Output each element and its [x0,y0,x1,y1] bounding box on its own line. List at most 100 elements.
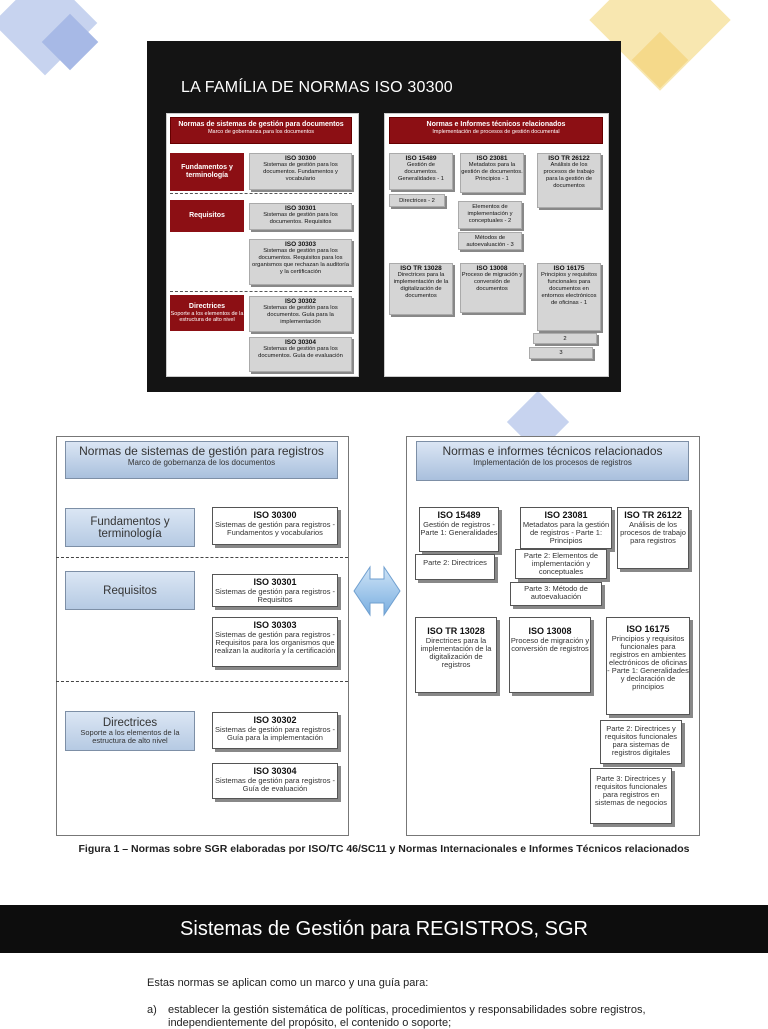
slide-category-subtitle: Soporte a los elementos de la estructura… [170,310,244,324]
figure-right-header: Normas e informes técnicos relacionados … [416,441,689,481]
box-text: Parte 3: Directrices y requisitos funcio… [594,774,668,807]
slide-category-title: Fundamentos y terminología [181,164,233,179]
category-subtitle: Soporte a los elementos de la estructura… [80,728,180,745]
figure-box-iso-16175-part3: Parte 3: Directrices y requisitos funcio… [590,768,672,824]
box-code: ISO TR 13028 [400,265,442,272]
box-code: ISO 30302 [253,715,297,725]
box-code: ISO TR 13028 [427,626,485,636]
slide-left-header: Normas de sistemas de gestión para docum… [170,117,352,144]
figure-left-header-title: Normas de sistemas de gestión para regis… [79,444,324,458]
slide-category-fundamentos: Fundamentos y terminología [170,153,244,191]
box-text: Parte 2: Directrices [423,558,487,567]
list-marker: a) [147,1004,157,1016]
box-code: ISO 30302 [284,298,317,305]
slide-divider [170,291,352,292]
figure-category-requisitos: Requisitos [65,571,195,610]
figure-category-fundamentos: Fundamentos y terminología [65,508,195,547]
figure-box-iso-15489-part2: Parte 2: Directrices [415,554,495,580]
figure-right-header-title: Normas e informes técnicos relacionados [442,444,663,458]
figure-right-header-subtitle: Implementación de los procesos de regist… [473,458,632,467]
category-title: Fundamentos y terminología [90,515,170,540]
box-code: ISO 16175 [553,265,585,272]
box-code: ISO 30301 [253,577,297,587]
slide-box-iso-16175-part2: 2 [533,333,597,344]
box-text: Parte 2: Elementos de implementación y c… [523,551,599,576]
box-text: 2 [563,336,567,342]
box-text: Sistemas de gestión para los documentos.… [263,305,338,325]
box-code: ISO 30304 [284,339,317,346]
box-code: ISO 30300 [253,510,297,520]
box-code: ISO 30300 [284,155,317,162]
slide-box-iso-23081-part3: Métodos de autoevaluación - 3 [458,232,522,250]
double-arrow-icon [353,565,401,617]
box-text: Sistemas de gestión para registros - Guí… [214,725,336,742]
box-code: ISO 23081 [476,155,508,162]
box-text: Parte 2: Directrices y requisitos funcio… [604,724,678,757]
slide-category-title: Directrices [188,302,226,310]
figure-box-iso-16175-part2: Parte 2: Directrices y requisitos funcio… [600,720,682,764]
figure-divider [56,557,348,558]
figure-box-iso-23081-part3: Parte 3: Método de autoevaluación [510,582,602,606]
slide-category-requisitos: Requisitos [170,200,244,232]
box-code: ISO 30303 [284,241,317,248]
box-text: Principios y requisitos funcionales para… [540,272,598,306]
box-text: Análisis de los procesos de trabajo para… [620,520,686,545]
box-text: Metadatos para la gestión de documentos.… [461,162,523,182]
box-text: Metadatos para la gestión de registros -… [522,520,610,545]
box-text: Sistemas de gestión para registros - Guí… [214,776,336,793]
slide-title: LA FAMÍLIA DE NORMAS ISO 30300 [181,79,453,96]
section-title-band: Sistemas de Gestión para REGISTROS, SGR [0,905,768,953]
box-text: Análisis de los procesos de trabajo para… [543,162,595,189]
box-text: Principios y requisitos funcionales para… [607,634,689,691]
figure-divider [56,681,348,682]
box-text: 3 [559,350,563,356]
section-title: Sistemas de Gestión para REGISTROS, SGR [180,918,588,940]
section-intro: Estas normas se aplican como un marco y … [147,977,429,989]
box-code: ISO 13008 [528,626,572,636]
box-code: ISO 15489 [405,155,437,162]
slide-left-header-subtitle: Marco de gobernanza para los documentos [207,129,315,135]
box-code: ISO 13008 [476,265,508,272]
figure-left-header: Normas de sistemas de gestión para regis… [65,441,338,479]
figure-category-directrices: Directrices Soporte a los elementos de l… [65,711,195,751]
figure-left-header-subtitle: Marco de gobernanza de los documentos [127,458,276,467]
figure-box-iso-23081-part2: Parte 2: Elementos de implementación y c… [515,549,607,579]
slide-left-header-title: Normas de sistemas de gestión para docum… [178,121,344,128]
box-text: Métodos de autoevaluación - 3 [466,235,514,248]
box-code: ISO TR 26122 [548,155,590,162]
box-text: Parte 3: Método de autoevaluación [524,584,588,601]
box-code: ISO TR 26122 [624,510,682,520]
slide-category-directrices: Directrices Soporte a los elementos de l… [170,295,244,331]
box-text: Directrices - 2 [399,198,435,204]
box-text: Sistemas de gestión para registros - Fun… [214,520,336,537]
category-title: Directrices [102,717,158,729]
slide-box-iso-15489-part2: Directrices - 2 [389,194,445,207]
box-text: Gestión de documentos. Generalidades - 1 [397,162,445,182]
box-code: ISO 30304 [253,766,297,776]
slide-box-iso-16175-part3: 3 [529,347,593,359]
box-code: ISO 16175 [626,624,670,634]
box-code: ISO 30303 [253,620,297,630]
box-text: Sistemas de gestión para los documentos.… [252,248,349,275]
slide-right-header-title: Normas e Informes técnicos relacionados [426,121,566,128]
figure-caption: Figura 1 – Normas sobre SGR elaboradas p… [78,843,690,855]
box-code: ISO 15489 [437,510,481,520]
box-text: Gestión de registros - Parte 1: Generali… [420,520,498,537]
box-text: Proceso de migración y conversión de reg… [510,636,590,653]
